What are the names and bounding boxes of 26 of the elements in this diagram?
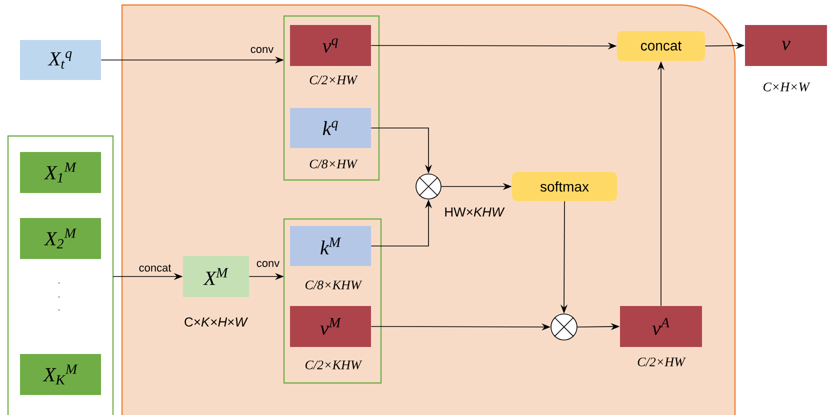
tensor-box: k$^{M}$: [290, 226, 371, 266]
tensor-box: X$_{2}$M: [20, 218, 102, 259]
tensor-box: v$^{M}$: [290, 306, 371, 347]
tensor-box: v$^{q}$: [290, 25, 371, 66]
group-frame: [283, 15, 380, 181]
dimension-label: C/8×KHW: [306, 280, 362, 290]
dimension-label: HW×KHW: [445, 208, 505, 216]
group-frame: [7, 135, 114, 415]
operation-box: concat: [617, 31, 705, 61]
group-frame: [283, 218, 382, 384]
tensor-box: k$^{q}$: [290, 108, 371, 148]
tensor-box: v: [745, 25, 827, 66]
tensor-box: X$^{M}$: [183, 256, 249, 297]
dimension-label: C/2×HW: [638, 358, 686, 366]
operation-box: softmax: [512, 172, 617, 201]
multiply-symbol: [550, 314, 578, 340]
multiply-symbol: [416, 174, 442, 200]
dimension-label: C/2×KHW: [306, 360, 362, 370]
dimension-label: C×H×W: [764, 82, 810, 92]
dimension-label: C/2×HW: [310, 76, 358, 84]
tensor-box: X$_{t}$q: [20, 40, 102, 80]
dimension-label: C/8×HW: [310, 160, 358, 168]
dimension-label: C×K×H×W: [184, 317, 248, 327]
tensor-box: X$_{K}$M: [20, 354, 102, 395]
tensor-box: X$_{1}$M: [20, 152, 102, 193]
tensor-box: v$^{A}$: [620, 306, 702, 347]
